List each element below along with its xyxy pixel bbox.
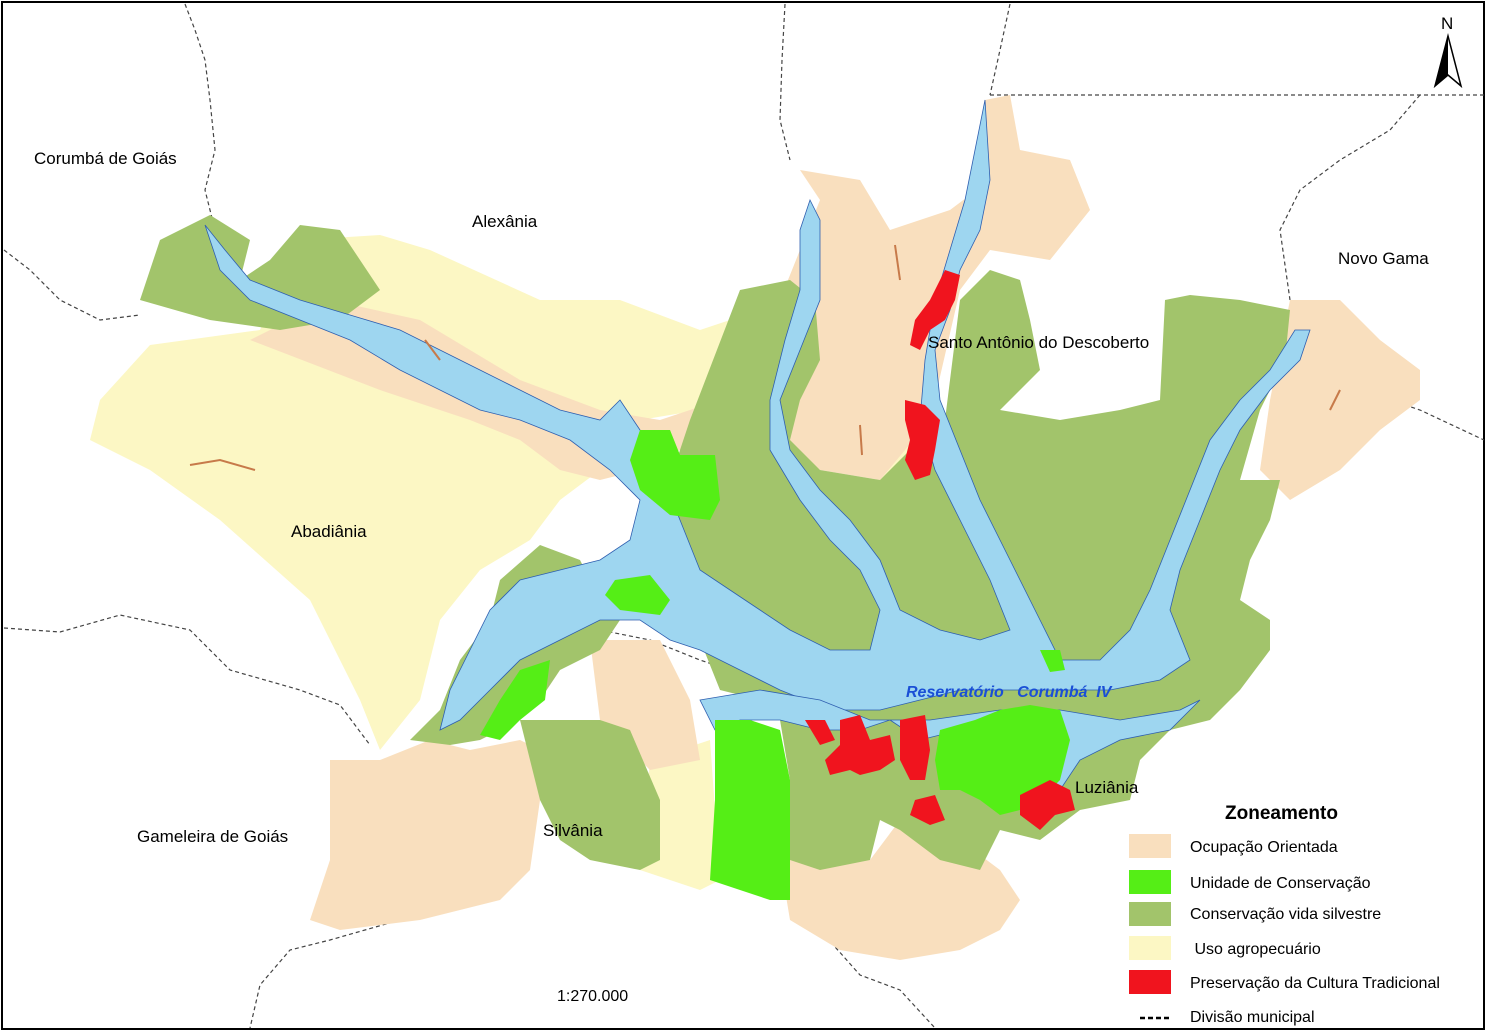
legend-label: Uso agropecuário bbox=[1190, 941, 1321, 958]
legend-swatch bbox=[1129, 936, 1171, 960]
legend: Zoneamento Ocupação Orientada Unidade de… bbox=[1129, 803, 1440, 1026]
place-labels: Corumbá de Goiás Alexânia Novo Gama Sant… bbox=[34, 149, 1429, 846]
scale-text: 1:270.000 bbox=[557, 988, 628, 1005]
track-lines bbox=[189, 244, 1341, 471]
place-label: Novo Gama bbox=[1338, 249, 1429, 268]
zone-cultura-tradicional bbox=[805, 270, 1075, 830]
reservoir-label: Reservatório Corumbá IV bbox=[906, 684, 1113, 701]
place-label: Santo Antônio do Descoberto bbox=[928, 333, 1149, 352]
place-label: Luziânia bbox=[1075, 778, 1139, 797]
place-label: Corumbá de Goiás bbox=[34, 149, 177, 168]
legend-label: Ocupação Orientada bbox=[1190, 839, 1338, 856]
legend-label: Conservação vida silvestre bbox=[1190, 906, 1381, 923]
legend-label: Divisão municipal bbox=[1190, 1009, 1315, 1026]
legend-swatch bbox=[1129, 834, 1171, 858]
legend-swatch bbox=[1129, 970, 1171, 994]
place-label: Gameleira de Goiás bbox=[137, 827, 288, 846]
legend-title: Zoneamento bbox=[1225, 803, 1338, 824]
legend-swatch bbox=[1129, 902, 1171, 926]
place-label: Abadiânia bbox=[291, 522, 367, 541]
place-label: Silvânia bbox=[543, 821, 603, 840]
legend-label: Preservação da Cultura Tradicional bbox=[1190, 975, 1440, 992]
legend-label: Unidade de Conservação bbox=[1190, 875, 1371, 892]
north-label: N bbox=[1441, 14, 1453, 33]
north-arrow: N bbox=[1433, 14, 1463, 89]
place-label: Alexânia bbox=[472, 212, 538, 231]
legend-swatch bbox=[1129, 870, 1171, 894]
